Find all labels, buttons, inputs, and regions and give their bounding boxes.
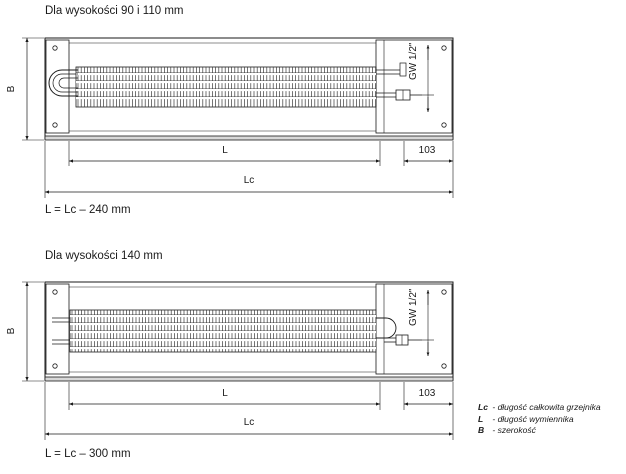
diagram-1-dim-b: B [6,85,17,92]
legend-item: L - długość wymiennika [478,413,574,424]
diagram-2-formula: L = Lc – 300 mm [45,448,131,460]
diagram-1-heat-exchanger [75,66,377,108]
diagram-1-dim-lc: Lc [244,175,255,186]
diagram-2-dim-103: 103 [419,388,436,399]
diagram-1-dim-103: 103 [419,145,436,156]
diagram-2-dim-b: B [6,327,17,334]
diagram-1-formula: L = Lc – 240 mm [45,204,131,216]
diagram-2-heat-exchanger [69,309,377,353]
legend: Lc - długość całkowita grzejnika L - dłu… [478,402,601,437]
diagram-1-dim-l: L [222,145,228,156]
legend-item: Lc - długość całkowita grzejnika [478,402,601,412]
diagram-2-drawing: GW 1/2" B L 103 Lc [6,281,454,440]
diagram-1-pipe-loop [48,69,78,97]
diagram-2-left-plate [45,283,70,375]
diagram-2-dim-l: L [222,388,228,399]
diagram-2-title: Dla wysokości 140 mm [45,250,163,262]
legend-item: B - szerokość [478,425,536,435]
diagram-1-connection-label: GW 1/2" [408,42,419,80]
diagram-2-connection-label: GW 1/2" [408,288,419,326]
diagram-2-dim-lc: Lc [244,417,255,428]
diagram-1-drawing: GW 1/2" B L 103 Lc [6,37,454,198]
diagram-2-pipe-loop [376,317,397,339]
diagram-1-left-plate [45,39,70,134]
diagram-1-title: Dla wysokości 90 i 110 mm [45,5,184,17]
